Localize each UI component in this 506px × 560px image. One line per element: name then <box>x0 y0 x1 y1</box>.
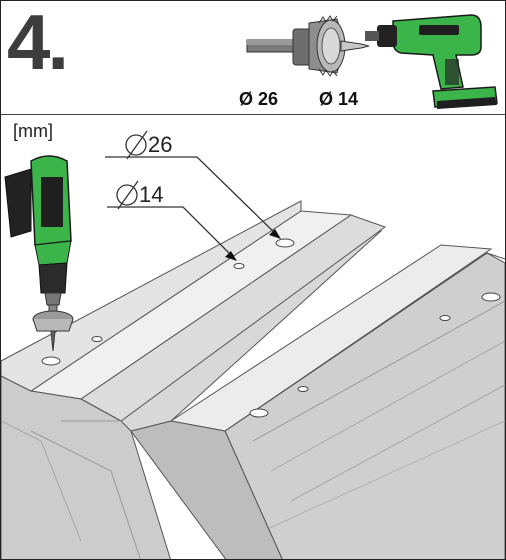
hole-saw-icon <box>246 15 370 77</box>
step-number: 4. <box>7 0 69 86</box>
spec-diameter-14: Ø 14 <box>319 89 359 109</box>
step-header: 4. Ø 26 Ø 14 <box>1 1 505 115</box>
cordless-drill-icon <box>365 14 498 109</box>
callout-label-14: 14 <box>139 182 164 207</box>
diameter-symbol-14 <box>116 180 139 210</box>
callout-label-26: 26 <box>148 132 173 157</box>
diameter-symbol-26 <box>125 130 148 160</box>
spec-diameter-26: Ø 26 <box>239 89 279 109</box>
unit-label: [mm] <box>13 121 53 141</box>
